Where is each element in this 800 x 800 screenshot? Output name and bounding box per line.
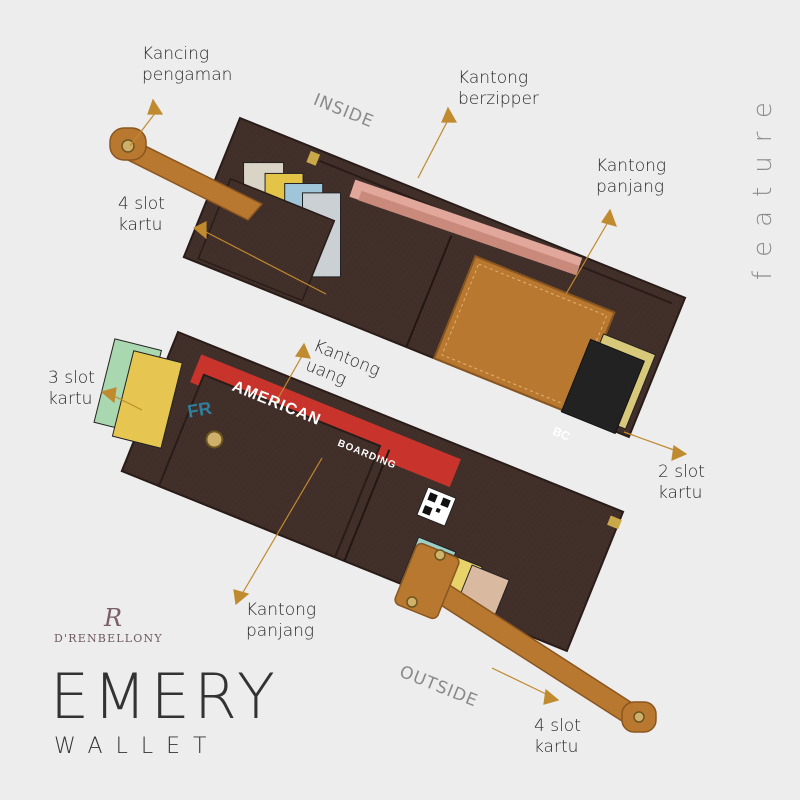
product-subtitle: WALLET: [54, 734, 220, 759]
label-line: panjang: [596, 177, 665, 197]
label-4-slot-kartu-top: 4 slot kartu: [118, 194, 165, 236]
brand-name: D'RENBELLONY: [54, 632, 163, 645]
label-2-slot-kartu: 2 slot kartu: [658, 462, 705, 504]
label-line: 3 slot: [48, 368, 95, 388]
snap-button-flap: [205, 430, 224, 449]
label-line: 4 slot: [118, 194, 165, 214]
label-line: kartu: [658, 483, 703, 503]
label-3-slot-kartu: 3 slot kartu: [48, 368, 95, 410]
label-kantong-panjang-bottom: Kantong panjang: [246, 600, 316, 642]
card-fr-text: FR: [186, 397, 214, 422]
label-line: Kantong: [596, 156, 667, 176]
label-kancing-pengaman: Kancing pengaman: [142, 44, 232, 86]
label-line: berzipper: [458, 89, 539, 109]
product-title: EMERY: [50, 660, 279, 733]
label-line: kartu: [534, 737, 579, 757]
label-line: kartu: [118, 215, 163, 235]
label-4-slot-kartu-bottom: 4 slot kartu: [534, 716, 581, 758]
money-flap: [157, 373, 382, 559]
label-kantong-berzipper: Kantong berzipper: [458, 68, 539, 110]
snap-button: [121, 139, 135, 153]
qr-code: [416, 486, 457, 527]
brand-logo: R D'RENBELLONY: [50, 604, 180, 650]
boarding-pass: [190, 354, 461, 488]
label-line: Kantong: [246, 600, 317, 620]
zipper-pull: [306, 150, 321, 166]
label-kantong-panjang-top: Kantong panjang: [596, 156, 666, 198]
brand-monogram: R: [104, 604, 123, 632]
label-line: pengaman: [142, 65, 233, 85]
feature-text: feature: [748, 88, 778, 280]
label-line: Kancing: [142, 44, 210, 64]
strap-bottom: [394, 542, 657, 733]
label-line: kartu: [48, 389, 93, 409]
label-line: 4 slot: [534, 716, 581, 736]
callout-arrows: [100, 98, 688, 705]
label-line: panjang: [246, 621, 315, 641]
banknote: [358, 190, 580, 276]
label-line: Kantong: [458, 68, 529, 88]
wallet-inside: [182, 116, 687, 439]
label-line: 2 slot: [658, 462, 705, 482]
feature-side-label: feature: [716, 52, 778, 282]
